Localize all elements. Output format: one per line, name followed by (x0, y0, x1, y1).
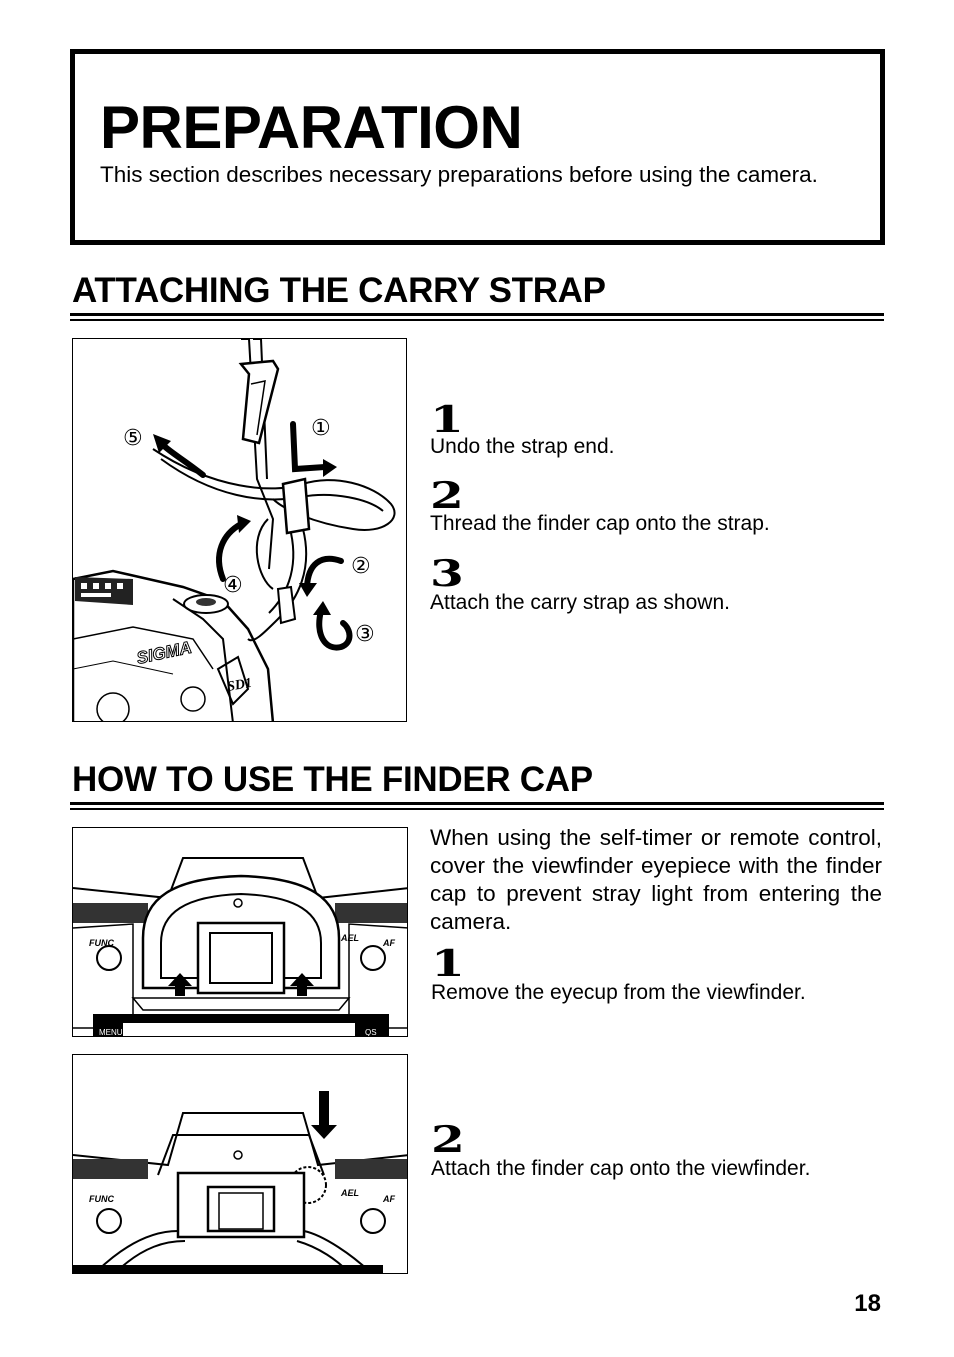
strap-section-heading: ATTACHING THE CARRY STRAP (72, 271, 606, 310)
heading-rule (70, 808, 884, 810)
qs-label: QS (365, 1028, 377, 1037)
heading-rule (70, 802, 884, 805)
menu-label: MENU (99, 1028, 123, 1037)
heading-rule (70, 319, 884, 321)
page-title: PREPARATION (100, 94, 523, 161)
step-text: Thread the finder cap onto the strap. (430, 512, 770, 535)
heading-rule (70, 313, 884, 316)
step-text: Remove the eyecup from the viewfinder. (431, 981, 806, 1004)
ael-label: AEL (340, 933, 359, 943)
figure-label-5: ⑤ (123, 426, 143, 451)
figure-label-2: ② (351, 554, 371, 579)
step-number: 2 (430, 475, 464, 517)
af-label: AF (382, 938, 395, 948)
figure-label-3: ③ (355, 622, 375, 647)
step-number: 1 (431, 943, 465, 985)
finder-section-heading: HOW TO USE THE FINDER CAP (72, 760, 593, 799)
strap-illustration: SIGMA SD1 ① ② ③ ④ (72, 338, 407, 722)
ael-label: AEL (340, 1188, 359, 1198)
func-label: FUNC (89, 938, 114, 948)
remove-eyecup-illustration: FUNC AEL AF MENU QS (72, 827, 408, 1037)
step-number: 1 (430, 399, 464, 441)
finder-intro-text: When using the self-timer or remote cont… (430, 825, 882, 934)
camera-model-text: SD1 (226, 676, 253, 695)
page-number: 18 (854, 1290, 881, 1317)
page-description: This section describes necessary prepara… (100, 162, 818, 187)
step-number: 3 (430, 553, 464, 595)
figure-label-1: ① (311, 416, 331, 441)
func-label: FUNC (89, 1194, 114, 1204)
attach-finder-cap-illustration: FUNC AEL AF (72, 1054, 408, 1274)
step-text: Undo the strap end. (430, 435, 615, 458)
step-text: Attach the carry strap as shown. (430, 591, 730, 614)
figure-label-4: ④ (223, 573, 243, 598)
step-text: Attach the finder cap onto the viewfinde… (431, 1157, 811, 1180)
af-label: AF (382, 1194, 395, 1204)
step-number: 2 (431, 1119, 465, 1161)
section-header-box (70, 49, 885, 245)
